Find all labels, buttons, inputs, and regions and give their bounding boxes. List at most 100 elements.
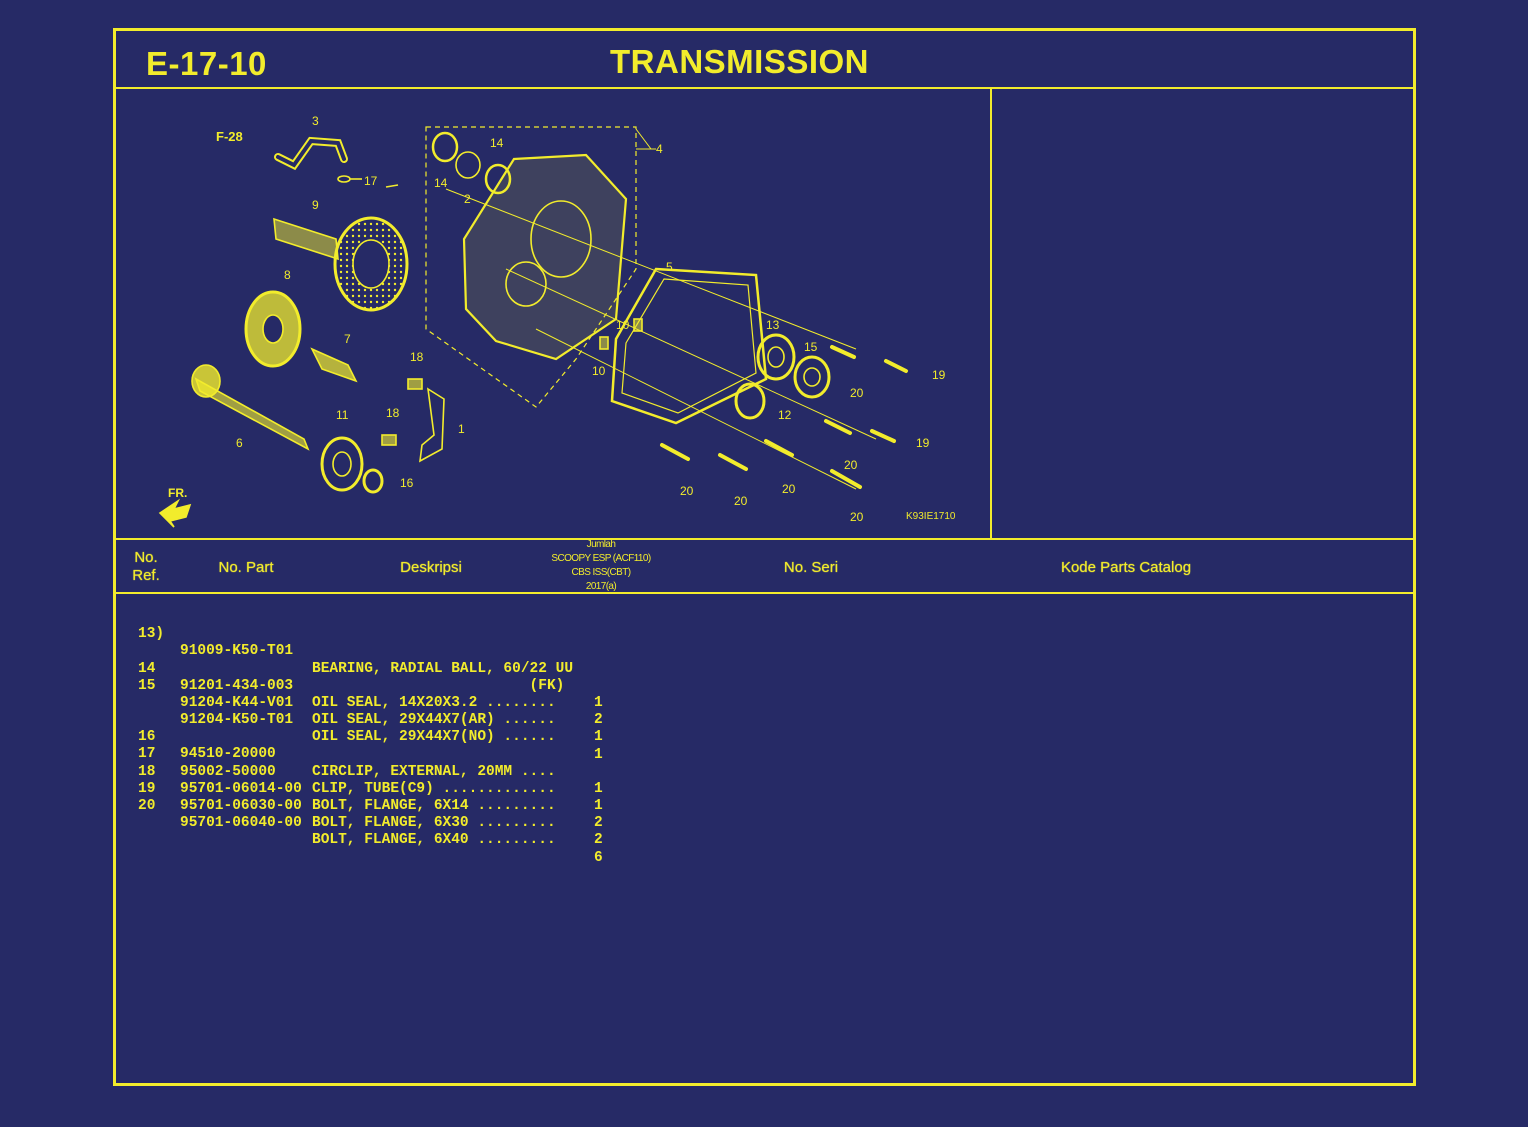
row-ref: 14 (138, 660, 156, 677)
row-description: OIL SEAL, 29X44X7(AR) ...... (312, 712, 556, 729)
callout-labels: F-28 3 17 9 8 7 6 11 16 18 18 1 14 14 2 … (168, 114, 956, 524)
bolt-18b-part (381, 434, 397, 446)
col-deskripsi: Deskripsi (400, 558, 462, 576)
row-ref: 16 (138, 729, 156, 746)
callout-label: 14 (490, 136, 504, 150)
callout-label: 17 (364, 174, 378, 188)
callout-label: 8 (284, 268, 291, 282)
row-quantity: 2 (594, 832, 603, 849)
diagram-bottom-divider (116, 538, 1413, 540)
seal-14a-part (431, 131, 459, 163)
flange-bolts (660, 345, 908, 489)
row-part-number: 95002-50000 (180, 763, 276, 780)
row-quantity: 2 (594, 815, 603, 832)
row-ref: 19 (138, 780, 156, 797)
jumlah-model: SCOOPY ESP (ACF110) (551, 553, 651, 564)
title-divider (116, 87, 1413, 89)
row-ref: 17 (138, 746, 156, 763)
callout-label: 2 (464, 192, 471, 206)
table-row: 17 95002-50000 CLIP, TUBE(C9) ..........… (134, 729, 654, 814)
row-description: (FK) (312, 677, 565, 694)
col-no-seri: No. Seri (783, 558, 839, 576)
callout-label: 20 (850, 386, 864, 400)
callout-label: 12 (778, 408, 792, 422)
callout-label: 11 (336, 408, 349, 422)
row-part-number: 91009-K50-T01 (180, 643, 294, 660)
diagram-code: K93IE1710 (906, 511, 956, 522)
table-header-divider (116, 592, 1413, 594)
table-row: 14 91201-434-003 OIL SEAL, 14X20X3.2 ...… (134, 643, 654, 729)
row-ref: 15 (138, 677, 156, 694)
table-row: 16 94510-20000 CIRCLIP, EXTERNAL, 20MM .… (134, 712, 654, 797)
callout-label: 3 (312, 114, 319, 128)
row-part-number: 95701-06040-00 (180, 815, 302, 832)
row-description: OIL SEAL, 14X20X3.2 ........ (312, 694, 556, 711)
callout-label: 14 (434, 176, 448, 190)
row-part-number: 95701-06014-00 (180, 780, 302, 797)
callout-label: 10 (592, 364, 606, 378)
row-description: OIL SEAL, 29X44X7(NO) ...... (312, 729, 556, 746)
bearing-11-part (320, 436, 364, 492)
callout-label: 20 (782, 482, 796, 496)
jumlah-year: 2017(a) (585, 581, 617, 592)
row-ref: 20 (138, 797, 156, 814)
parts-list: 13) 91009-K50-T01 BEARING, RADIAL BALL, … (134, 609, 654, 866)
col-no-part: No. Part (218, 558, 274, 576)
parts-sheet: E-17-10 TRANSMISSION (113, 28, 1416, 1086)
drive-shaft-part (273, 217, 339, 261)
bearing-13-part (756, 333, 796, 381)
exploded-diagram: F-28 3 17 9 8 7 6 11 16 18 18 1 14 14 2 … (116, 89, 990, 539)
row-quantity: 1 (594, 797, 603, 814)
ref-note-label: F-28 (216, 129, 243, 144)
page-code: E-17-10 (146, 45, 267, 82)
row-part-number: 91204-K50-T01 (180, 712, 294, 729)
row-ref: 18 (138, 763, 156, 780)
callout-label: 20 (680, 484, 694, 498)
page-title: TRANSMISSION (610, 43, 870, 80)
dowel-2-part (455, 151, 481, 179)
front-arrow-icon (158, 498, 192, 528)
callout-label: 6 (236, 436, 243, 450)
callout-label: 20 (734, 494, 748, 508)
callout-label: 20 (850, 510, 864, 524)
transmission-diagram: F-28 3 17 9 8 7 6 11 16 18 18 1 14 14 2 … (158, 114, 956, 528)
callout-label: 20 (844, 458, 858, 472)
tube-clip-part (337, 175, 351, 183)
row-part-number: 94510-20000 (180, 746, 276, 763)
callout-label: 19 (916, 436, 930, 450)
callout-label: 15 (804, 340, 818, 354)
row-ref: 13) (138, 626, 165, 643)
transmission-case-part (462, 153, 628, 361)
bolt-18a-part (407, 378, 423, 390)
callout-label: 13 (766, 318, 780, 332)
row-quantity: 1 (594, 780, 603, 797)
callout-label: 9 (312, 198, 319, 212)
row-quantity: 2 (594, 712, 603, 729)
leader-lines (445, 128, 877, 490)
col-no-ref: No. Ref. (132, 549, 160, 584)
jumlah-title: Jumlah (586, 539, 616, 550)
row-part-number: 95701-06030-00 (180, 797, 302, 814)
seal-15-part (793, 355, 831, 399)
table-row: 20 95701-06040-00 BOLT, FLANGE, 6X40 ...… (134, 781, 654, 866)
callout-label: 1 (458, 422, 465, 436)
bearing-12-part (734, 382, 766, 420)
row-quantity: 1 (594, 729, 603, 746)
row-part-number: 91201-434-003 (180, 677, 294, 694)
dowel-10b-part (599, 336, 609, 350)
row-description: BOLT, FLANGE, 6X40 ......... (312, 832, 556, 849)
row-quantity: 1 (594, 746, 603, 763)
bracket-part (419, 387, 445, 463)
table-row: 13) 91009-K50-T01 BEARING, RADIAL BALL, … (134, 609, 654, 676)
seal-14b-part (484, 163, 512, 195)
dowel-10a-part (633, 318, 643, 332)
callout-label: 19 (932, 368, 946, 382)
row-description: CIRCLIP, EXTERNAL, 20MM .... (312, 763, 556, 780)
jumlah-variant: CBS ISS(CBT) (571, 567, 632, 578)
table-row: 91204-K50-T01 OIL SEAL, 29X44X7(NO) ....… (134, 678, 654, 762)
pinion-part (310, 347, 358, 383)
row-quantity: 6 (594, 849, 603, 866)
row-description: BOLT, FLANGE, 6X30 ......... (312, 815, 556, 832)
table-row: 19 95701-06030-00 BOLT, FLANGE, 6X30 ...… (134, 764, 654, 849)
callout-label: 4 (656, 142, 663, 156)
